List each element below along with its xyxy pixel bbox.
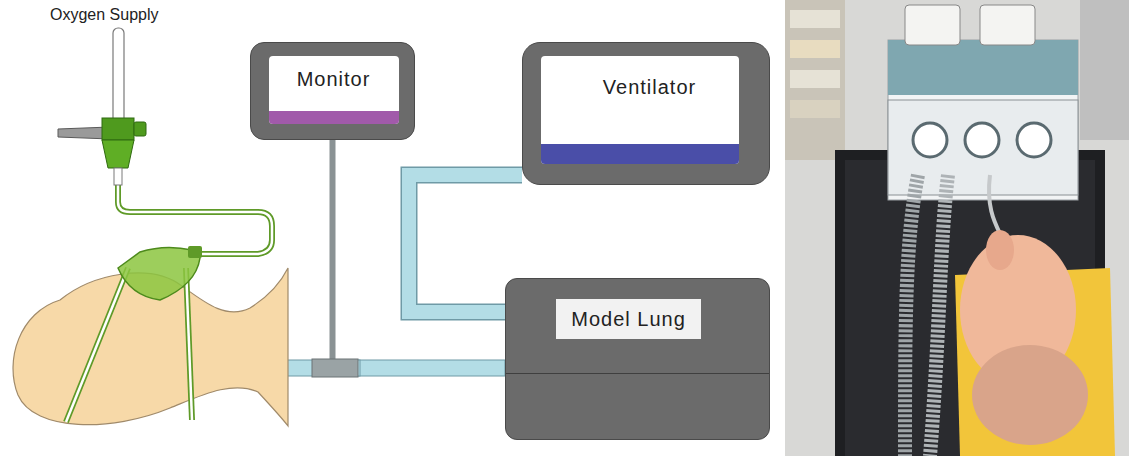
device-box: Monitor	[250, 42, 415, 140]
node-label: Model Lung	[571, 308, 686, 331]
screen	[541, 56, 739, 164]
oxygen-tubing	[118, 185, 272, 254]
screen-bar	[269, 111, 399, 124]
breathing-tube	[358, 360, 505, 376]
node-label: Ventilator	[603, 76, 696, 99]
model-lung-box: Model Lung	[505, 278, 770, 440]
divider-line	[506, 373, 769, 374]
device-box: Ventilator	[522, 42, 770, 185]
label-plate: Model Lung	[556, 299, 701, 339]
breathing-tube	[280, 360, 360, 376]
oxygen-flowmeter	[58, 28, 146, 185]
oxygen-mask	[118, 247, 200, 300]
photo	[785, 0, 1129, 456]
t-connector	[312, 359, 358, 377]
mask-port	[188, 246, 202, 258]
screen-bar	[541, 144, 739, 164]
part-label: Oxygen Supply	[50, 6, 159, 24]
node-label: Monitor	[297, 68, 371, 91]
